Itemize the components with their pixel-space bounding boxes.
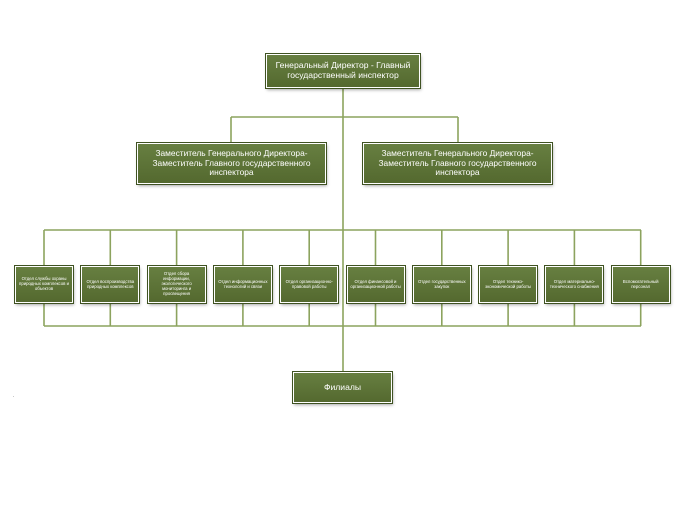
director-label: Генеральный Директор - Главный государст… — [275, 60, 411, 80]
dept-label: Отдел сбора информации, экологического м… — [161, 271, 192, 296]
deputy-label-2: Заместитель Генерального Директора- Заме… — [378, 148, 537, 178]
dept-box: Отдел государственных закупок — [412, 266, 471, 303]
dept-box: Отдел материально-технического снабжения — [545, 266, 604, 303]
deputy-box-1: Заместитель Генерального Директора- Заме… — [137, 143, 326, 184]
dept-label: Отдел материально-технического снабжения — [549, 278, 599, 289]
dept-box: Отдел технико-экономической работы — [479, 266, 538, 303]
deputy-box-2: Заместитель Генерального Директора- Заме… — [363, 143, 552, 184]
dept-label: Отдел службы охраны природных комплексов… — [19, 276, 69, 291]
dept-label: Отдел информационных технологий и связи — [218, 278, 268, 289]
dept-box: Отдел информационных технологий и связи — [213, 266, 272, 303]
deputy-label-1: Заместитель Генерального Директора- Заме… — [152, 148, 311, 178]
branches-label: Филиалы — [323, 381, 362, 392]
dept-label: Отдел государственных закупок — [417, 278, 466, 289]
dept-box: Отдел воспроизводства природных комплекс… — [81, 266, 140, 303]
dept-box: Отдел сбора информации, экологического м… — [147, 266, 206, 303]
dept-box: Отдел организационно-правовой работы — [280, 266, 339, 303]
dept-label: Отдел воспроизводства природных комплекс… — [86, 278, 135, 289]
dept-box: Отдел службы охраны природных комплексов… — [15, 266, 73, 303]
dept-label: Отдел организационно-правовой работы — [285, 278, 333, 289]
dept-label: Вспомогательный персонал — [622, 278, 659, 289]
director-box: Генеральный Директор - Главный государст… — [266, 54, 420, 88]
dept-box: Вспомогательный персонал — [611, 266, 670, 303]
stray-dot — [13, 396, 14, 397]
dept-label: Отдел технико-экономической работы — [485, 278, 532, 289]
dept-label: Отдел финансовой и организационной работ… — [350, 278, 401, 289]
dept-box: Отдел финансовой и организационной работ… — [346, 266, 405, 303]
branches-box: Филиалы — [293, 372, 392, 403]
